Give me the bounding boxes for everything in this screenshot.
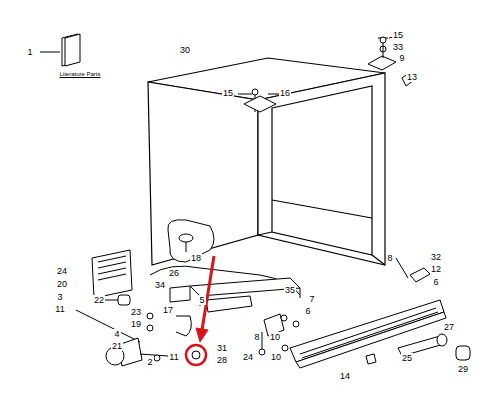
callout-number: 32 (430, 252, 442, 262)
callout-number: 20 (56, 279, 68, 289)
callout-number: 2 (146, 357, 153, 367)
callout-number: 26 (168, 268, 180, 278)
base-parts (76, 250, 430, 366)
callout-number: 6 (304, 306, 311, 316)
callout-number: 15 (392, 30, 404, 40)
callout-number: 34 (154, 280, 166, 290)
callout-number: 23 (130, 307, 142, 317)
callout-number: 8 (386, 253, 393, 263)
callout-number: 25 (401, 353, 413, 363)
callout-number: 22 (93, 295, 105, 305)
callout-number: 29 (457, 364, 469, 374)
callout-number: 31 (216, 343, 228, 353)
callout-number: 10 (270, 352, 282, 362)
callout-number: 24 (56, 266, 68, 276)
callout-number: 19 (130, 319, 142, 329)
callout-number: 18 (190, 253, 202, 263)
callout-number: 14 (339, 371, 351, 381)
callout-number: 8 (253, 332, 260, 342)
callout-number: 12 (430, 264, 442, 274)
callout-number: 30 (179, 45, 191, 55)
callout-number: 33 (392, 42, 404, 52)
callout-number: 16 (279, 88, 291, 98)
callout-number: 4 (113, 329, 120, 339)
callout-number: 11 (168, 352, 179, 362)
callout-number: 11 (54, 304, 65, 314)
callout-number: 35 (284, 285, 296, 295)
cutaway-detail (168, 220, 214, 262)
callout-number: 5 (198, 295, 205, 305)
literature-booklet (40, 34, 80, 66)
callout-number: 10 (269, 332, 281, 342)
callout-number: 24 (242, 352, 254, 362)
callout-number: 13 (406, 72, 418, 82)
callout-number: 7 (308, 294, 315, 304)
literature-label: Literature Parts (58, 71, 101, 78)
callout-number: 28 (216, 355, 228, 365)
callout-number: 15 (222, 88, 234, 98)
toe-grille (290, 300, 446, 368)
callout-number: 27 (443, 322, 455, 332)
callout-number: 6 (432, 277, 439, 287)
center-hinge (238, 89, 280, 112)
callout-number: 1 (26, 47, 33, 57)
callout-number: 21 (111, 341, 123, 351)
roller-parts (366, 334, 470, 364)
callout-number: 3 (56, 292, 63, 302)
highlight-arrow (186, 256, 214, 365)
callout-number: 9 (398, 53, 405, 63)
cabinet-body (148, 58, 385, 265)
callout-number: 17 (162, 305, 174, 315)
